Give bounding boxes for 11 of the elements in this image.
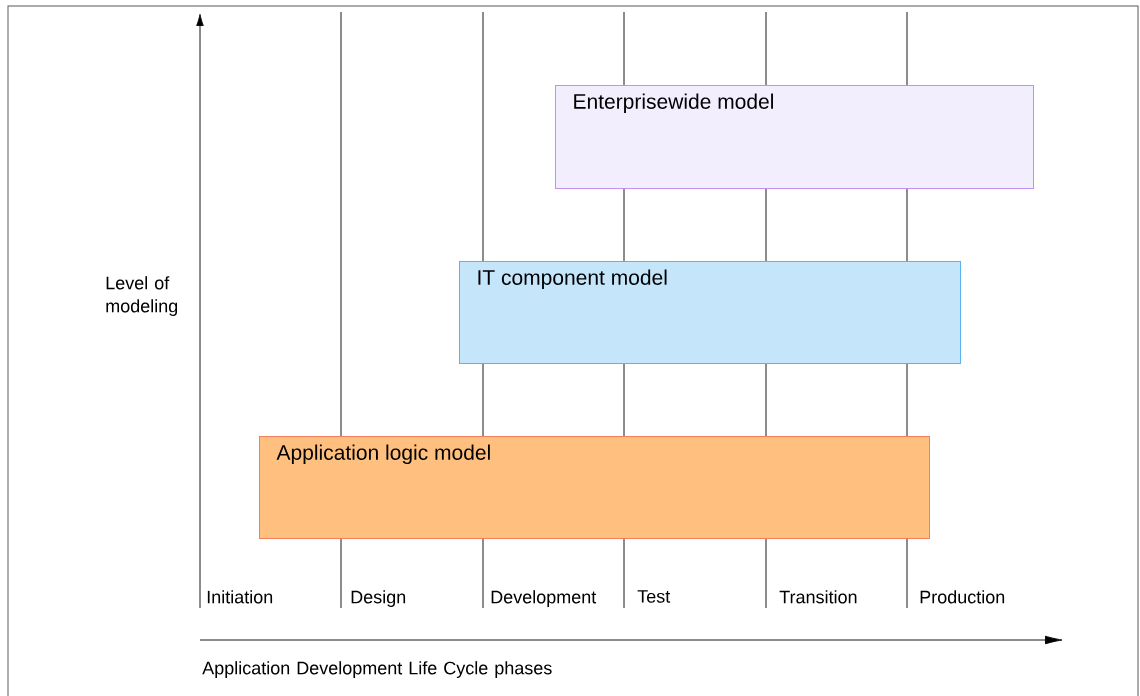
model-box: Enterprisewide model — [555, 85, 1034, 189]
phase-label: Transition — [779, 590, 857, 604]
phase-label: Design — [351, 590, 406, 607]
model-box: IT component model — [459, 261, 961, 364]
phase-label: Production — [920, 590, 1005, 604]
phase-label: Test — [637, 590, 671, 603]
axis-label: Application Development Life Cycle phases — [202, 661, 552, 678]
phase-label: Development — [491, 590, 597, 607]
model-box: Application logic model — [259, 436, 930, 539]
phase-label: Initiation — [207, 590, 273, 604]
axis-label: Level of modeling — [106, 276, 178, 316]
